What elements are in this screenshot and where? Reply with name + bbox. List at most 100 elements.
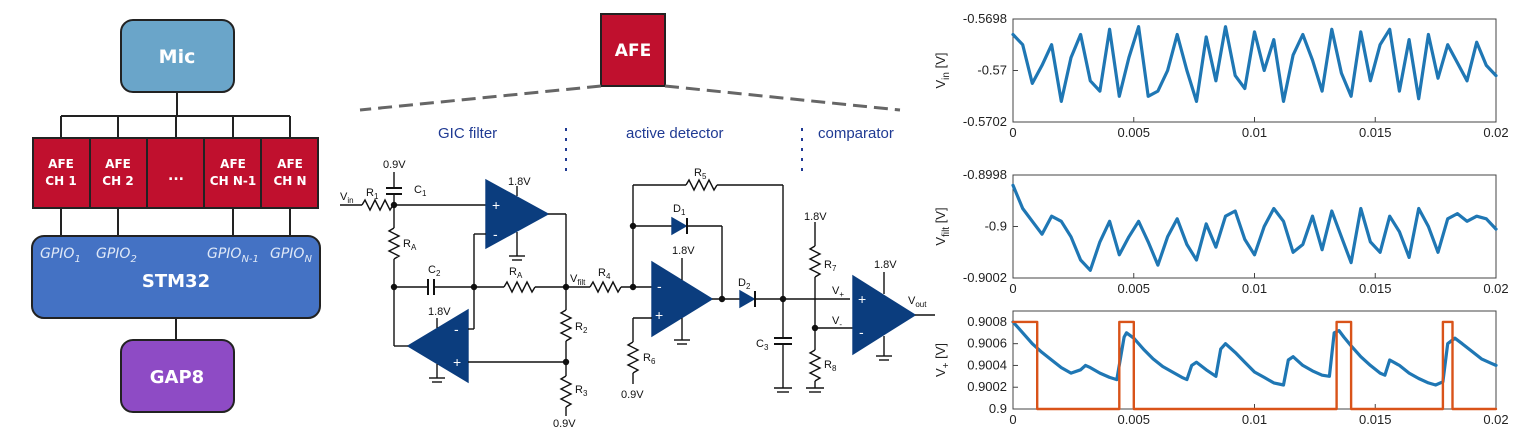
y-tick-label: -0.5698 bbox=[963, 11, 1007, 26]
label-r7: R7 bbox=[824, 259, 837, 273]
chart-1: 0 0.005 0.01 0.015 0.02 -0.5698 -0.57 -0.5702 Vi… bbox=[933, 11, 1509, 140]
x-tick-label: 0.02 bbox=[1483, 125, 1508, 140]
label-op4-supply: 1.8V bbox=[874, 259, 897, 271]
diode-d1 bbox=[671, 216, 688, 236]
label-r3: R3 bbox=[575, 384, 588, 398]
label-r8: R8 bbox=[824, 359, 837, 373]
label-ra2: RA bbox=[509, 266, 523, 280]
chart-2-series-1 bbox=[1011, 183, 1498, 272]
x-tick-label: 0.01 bbox=[1242, 125, 1267, 140]
x-tick-label: 0.015 bbox=[1359, 281, 1392, 296]
opamp-3-minus: - bbox=[657, 278, 662, 294]
afe-channel-2-line1: AFE bbox=[105, 157, 131, 171]
chart-3-series-2 bbox=[1011, 320, 1498, 411]
afe-channel-ellipsis: ... bbox=[146, 137, 205, 209]
zoom-line-right bbox=[664, 84, 901, 112]
node-d1 bbox=[629, 222, 637, 230]
y-tick-label: 0.9002 bbox=[967, 379, 1007, 394]
label-d1: D1 bbox=[673, 203, 686, 217]
resistor-r6 bbox=[626, 341, 640, 374]
x-tick-label: 0.015 bbox=[1359, 412, 1392, 427]
opamp-1 bbox=[485, 178, 550, 250]
resistor-r3 bbox=[559, 375, 573, 408]
gap8-block bbox=[120, 339, 235, 413]
y-tick-label: -0.57 bbox=[977, 63, 1007, 78]
afe-channel-n-1: AFE CH N-1 bbox=[203, 137, 262, 209]
section-label-comparator: comparator bbox=[818, 125, 894, 142]
x-tick-label: 0.005 bbox=[1117, 125, 1150, 140]
afe-channel-2: AFE CH 2 bbox=[89, 137, 148, 209]
afe-channel-1-line1: AFE bbox=[48, 157, 74, 171]
label-vin: Vin bbox=[340, 191, 354, 205]
opamp-2-plus: + bbox=[453, 354, 461, 370]
y-tick-label: -0.5702 bbox=[963, 114, 1007, 129]
afe-zoom-block bbox=[600, 13, 666, 87]
opamp-3-plus: + bbox=[655, 307, 663, 323]
label-vout: Vout bbox=[908, 295, 927, 309]
chart-3-series-1 bbox=[1011, 320, 1498, 387]
label-op3-supply: 1.8V bbox=[672, 245, 695, 257]
opamp-1-minus: - bbox=[493, 226, 498, 242]
afe-channel-n-1-line1: AFE bbox=[220, 157, 246, 171]
label-vplus: V+ bbox=[832, 285, 844, 299]
opamp-4 bbox=[852, 274, 917, 356]
y-tick-label: -0.9002 bbox=[963, 270, 1007, 285]
label-ra1: RA bbox=[403, 238, 417, 252]
chart-1-series-1 bbox=[1011, 25, 1498, 103]
y-axis-label: Vin [V] bbox=[933, 53, 952, 89]
block-diagram: Mic AFE CH 1 AFE CH 2 ... AFE CH N-1 bbox=[31, 19, 321, 413]
afe-channel-2-line2: CH 2 bbox=[102, 174, 133, 188]
y-tick-label: 0.9008 bbox=[967, 314, 1007, 329]
x-tick-label: 0 bbox=[1009, 125, 1016, 140]
resistor-r1 bbox=[361, 198, 394, 212]
section-label-gic: GIC filter bbox=[438, 125, 497, 142]
y-tick-label: -0.9 bbox=[985, 219, 1007, 234]
x-tick-label: 0 bbox=[1009, 412, 1016, 427]
circuit-schematic: + - - + bbox=[340, 13, 935, 416]
node-op3-out bbox=[718, 295, 726, 303]
afe-channel-1: AFE CH 1 bbox=[32, 137, 91, 209]
afe-channel-ellipsis-text: ... bbox=[168, 168, 184, 184]
y-tick-label: 0.9 bbox=[989, 401, 1007, 416]
chart-2-frame bbox=[1012, 174, 1497, 279]
opamp-4-minus: - bbox=[859, 324, 864, 340]
label-c2: C2 bbox=[428, 264, 441, 278]
label-r1: R1 bbox=[366, 187, 379, 201]
charts: 0 0.005 0.01 0.015 0.02 -0.5698 -0.57 -0.5702 Vi… bbox=[933, 11, 1509, 427]
label-op2-supply: 1.8V bbox=[428, 306, 451, 318]
label-vfilt: Vfilt bbox=[570, 273, 586, 287]
gpio-n-label: GPION bbox=[270, 246, 312, 265]
resistor-r5 bbox=[685, 178, 718, 192]
x-tick-label: 0.005 bbox=[1117, 412, 1150, 427]
label-c1: C1 bbox=[414, 184, 427, 198]
afe-channel-n-line1: AFE bbox=[277, 157, 303, 171]
opamp-2 bbox=[406, 308, 469, 384]
y-tick-label: 0.9004 bbox=[967, 357, 1007, 372]
zoom-line-left bbox=[359, 84, 602, 112]
label-r7-supply: 1.8V bbox=[804, 211, 827, 223]
label-c3: C3 bbox=[756, 338, 769, 352]
y-tick-label: 0.9006 bbox=[967, 336, 1007, 351]
gpio-2-label: GPIO2 bbox=[96, 246, 137, 265]
y-axis-label: Vfilt [V] bbox=[933, 207, 952, 245]
resistor-ra2 bbox=[503, 280, 536, 294]
label-v09-r3: 0.9V bbox=[553, 418, 576, 430]
opamp-3 bbox=[651, 260, 714, 338]
resistor-r4 bbox=[589, 280, 622, 294]
x-tick-label: 0 bbox=[1009, 281, 1016, 296]
resistor-r8 bbox=[808, 349, 822, 382]
label-d2: D2 bbox=[738, 277, 751, 291]
afe-channel-n-1-line2: CH N-1 bbox=[210, 174, 256, 188]
label-v09-top: 0.9V bbox=[383, 159, 406, 171]
x-tick-label: 0.015 bbox=[1359, 125, 1392, 140]
circuit-labels: Vin R1 C1 0.9V RA C2 RA 1.8V 1.8V 1.8V 1… bbox=[340, 159, 927, 430]
label-r2: R2 bbox=[575, 321, 588, 335]
x-tick-label: 0.01 bbox=[1242, 412, 1267, 427]
label-r6: R6 bbox=[643, 352, 656, 366]
afe-channel-n-line2: CH N bbox=[273, 174, 306, 188]
mic-label: Mic bbox=[159, 46, 196, 68]
x-tick-label: 0.02 bbox=[1483, 281, 1508, 296]
